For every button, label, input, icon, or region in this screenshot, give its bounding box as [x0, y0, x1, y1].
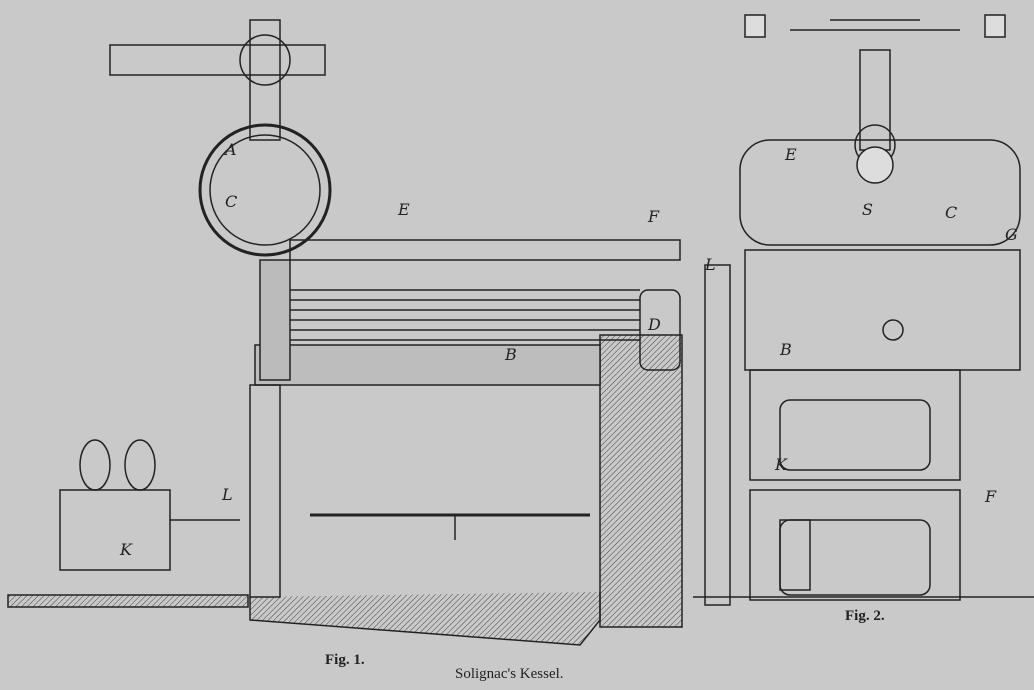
fig2-label-f: F	[984, 487, 997, 506]
flue-tubes	[290, 289, 640, 341]
fig2-caption: Fig. 2.	[845, 608, 885, 624]
pressure-gauge	[856, 146, 894, 184]
feed-pump	[59, 489, 171, 571]
fig2-label-l: L	[704, 255, 716, 274]
firedoor-lower	[779, 519, 931, 596]
ground-left	[7, 594, 249, 608]
fig2-label-g: G	[1005, 225, 1018, 244]
fig2-label-b: B	[779, 340, 792, 359]
label-l: L	[221, 485, 233, 504]
label-k: K	[119, 540, 133, 559]
rear-wall	[599, 334, 683, 628]
fig2-drum	[739, 139, 1021, 246]
label-b: B	[504, 345, 517, 364]
figure-title: Solignac's Kessel.	[455, 666, 564, 682]
steam-pipe	[109, 44, 326, 76]
fig2-label-e: E	[784, 145, 797, 164]
label-d: D	[647, 315, 661, 334]
foundation	[249, 592, 601, 646]
fig2-pump	[779, 519, 811, 591]
fig2-label-k: K	[774, 455, 788, 474]
firedoor-upper	[779, 399, 931, 471]
label-f: F	[647, 207, 660, 226]
fig2-label-s: S	[862, 200, 873, 219]
boiler-drum	[198, 123, 332, 257]
fig1-caption: Fig. 1.	[325, 652, 365, 668]
label-c: C	[225, 192, 237, 211]
label-e: E	[397, 200, 410, 219]
label-a: A	[223, 140, 237, 159]
fig2-label-c: C	[945, 203, 957, 222]
